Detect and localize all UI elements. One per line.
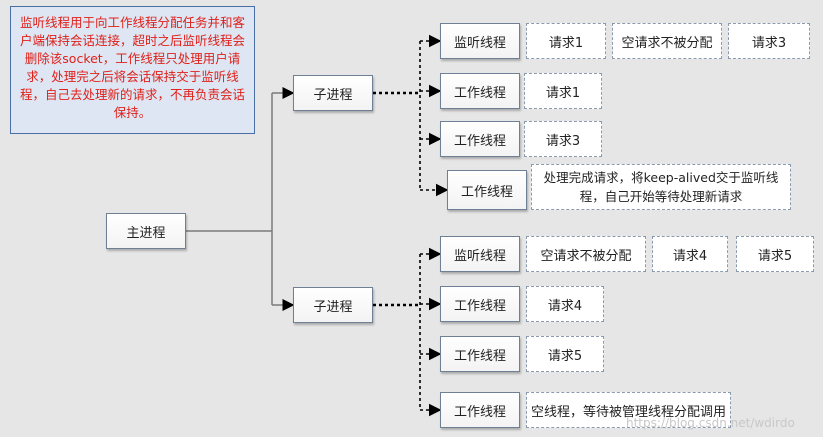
watermark-text: https://blog.csdn.net/wdirdo	[626, 416, 795, 430]
request-task-box: 请求1	[526, 23, 606, 59]
main-process-node: 主进程	[106, 213, 186, 249]
child-process-node: 子进程	[293, 75, 373, 111]
request-task-box: 请求5	[736, 236, 814, 272]
worker-thread-node: 工作线程	[440, 121, 520, 157]
request-task-box: 空请求不被分配	[612, 23, 722, 59]
request-task-box: 处理完成请求，将keep-alived交于监听线程，自己开始等待处理新请求	[531, 164, 791, 210]
explanation-note: 监听线程用于向工作线程分配任务并和客户端保持会话连接，超时之后监听线程会删除该s…	[10, 6, 255, 134]
worker-thread-node: 工作线程	[440, 392, 520, 428]
request-task-box: 请求1	[524, 73, 602, 109]
worker-thread-node: 工作线程	[447, 170, 527, 210]
request-task-box: 请求3	[524, 121, 602, 157]
request-task-box: 请求4	[652, 236, 728, 272]
request-task-box: 请求4	[526, 286, 604, 322]
worker-thread-node: 工作线程	[440, 73, 520, 109]
request-task-box: 请求3	[728, 23, 810, 59]
worker-thread-node: 工作线程	[440, 286, 520, 322]
request-task-box: 空请求不被分配	[526, 236, 646, 272]
listener-thread-node: 监听线程	[440, 23, 520, 59]
worker-thread-node: 工作线程	[440, 336, 520, 372]
child-process-node: 子进程	[293, 287, 373, 323]
request-task-box: 请求5	[526, 336, 604, 372]
request-task-box: 空线程，等待被管理线程分配调用	[526, 392, 731, 428]
listener-thread-node: 监听线程	[440, 236, 520, 272]
